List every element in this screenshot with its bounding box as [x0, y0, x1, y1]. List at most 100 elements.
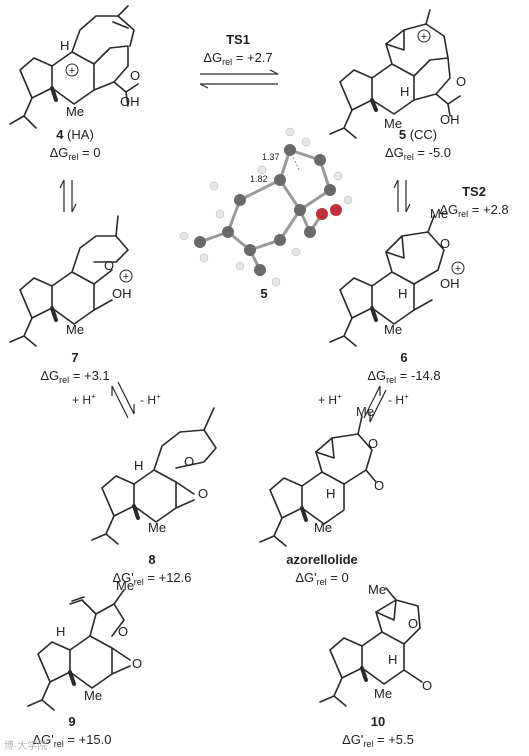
- dg-sub-6: rel: [386, 375, 396, 385]
- proton-right-minus-text: - H: [388, 393, 404, 407]
- compound-7-number: 7: [71, 350, 78, 365]
- atom-o-5: O: [456, 74, 466, 89]
- atom-h-8: H: [134, 458, 143, 473]
- dg-prefix-6: ΔG: [367, 368, 386, 383]
- compound-4-label: 4 (HA): [56, 127, 94, 142]
- structure-9: Me O O H Me: [27, 578, 142, 711]
- oxonium-plus-6: +: [455, 263, 461, 275]
- structure-azorellolide: Me O O H Me: [259, 404, 384, 547]
- atom-me-8: Me: [148, 520, 166, 535]
- dg-prefix-ts2: ΔG: [439, 202, 458, 217]
- compound-4-number: 4: [56, 127, 64, 142]
- atom-me-9: Me: [84, 688, 102, 703]
- compound-6-number: 6: [400, 350, 407, 365]
- dgp-prefix-10: ΔG': [342, 732, 363, 747]
- atom-me-4: Me: [66, 104, 84, 119]
- atom-h-10: H: [388, 652, 397, 667]
- atom-oh-4: OH: [120, 94, 140, 109]
- compound-9-number: 9: [68, 714, 75, 729]
- dg-sub-5: rel: [404, 152, 414, 162]
- structure-8: H O O Me: [91, 407, 217, 545]
- model-distance-2: 1.82: [250, 174, 268, 184]
- ts1-energy: ΔGrel = +2.7: [203, 50, 272, 67]
- energy-10: +5.5: [388, 732, 414, 747]
- energy-5: -5.0: [429, 145, 451, 160]
- atom-h-9: H: [56, 624, 65, 639]
- atom-me-azor: Me: [314, 520, 332, 535]
- compound-5-label: 5 (CC): [399, 127, 437, 142]
- compound-10-number: 10: [371, 714, 385, 729]
- dgp-sub-10: rel: [363, 739, 373, 749]
- ts2-energy: ΔGrel = +2.8: [439, 202, 508, 219]
- dg-prefix-7: ΔG: [40, 368, 59, 383]
- atom-o-10-ring: O: [408, 616, 418, 631]
- equilibrium-arrow-6-azorellolide: [363, 385, 387, 423]
- proton-right-plus: + H+: [318, 392, 342, 407]
- atom-me-7: Me: [66, 322, 84, 337]
- structure-7: + O OH Me: [9, 215, 133, 347]
- compound-6-energy: ΔGrel = -14.8: [367, 368, 440, 385]
- atom-h-5: H: [400, 84, 409, 99]
- 3d-model-5: 1.37 1.82: [179, 127, 353, 287]
- atom-me-9-top: Me: [116, 578, 134, 593]
- atom-o-4: O: [130, 68, 140, 83]
- atom-o-9-ring: O: [118, 624, 128, 639]
- atom-o-8-ring: O: [184, 454, 194, 469]
- energy-azor: 0: [341, 570, 348, 585]
- watermark: 博·大学院: [4, 741, 48, 752]
- structure-5: + H Me OH O: [329, 9, 466, 139]
- carbocation-plus-5: +: [421, 31, 427, 43]
- proton-left-minus-text: - H: [140, 393, 156, 407]
- atom-me-6: Me: [384, 322, 402, 337]
- compound-8-number: 8: [148, 552, 155, 567]
- compound-azorellolide-name: azorellolide: [286, 552, 358, 567]
- atom-me-10: Me: [374, 686, 392, 701]
- compound-10-energy: ΔG'rel = +5.5: [342, 732, 414, 749]
- energy-6: -14.8: [411, 368, 441, 383]
- proton-right-minus: - H+: [388, 392, 409, 407]
- ts2-label: TS2: [462, 184, 486, 199]
- carbocation-plus-4: +: [69, 65, 75, 77]
- dg-prefix-ts1: ΔG: [203, 50, 222, 65]
- energy-ts1: +2.7: [247, 50, 273, 65]
- equilibrium-arrow-ts1: [199, 69, 279, 89]
- structure-10: Me O O H Me: [319, 582, 432, 707]
- compound-9-energy: ΔG'rel = +15.0: [32, 732, 111, 749]
- equilibrium-arrow-7-8: [111, 381, 135, 419]
- dg-prefix-5: ΔG: [385, 145, 404, 160]
- compound-azorellolide-energy: ΔG'rel = 0: [295, 570, 348, 587]
- dg-prefix-4: ΔG: [50, 145, 69, 160]
- energy-4: 0: [93, 145, 100, 160]
- atom-h-azor: H: [326, 486, 335, 501]
- dg-sub-7: rel: [59, 375, 69, 385]
- compound-5-energy: ΔGrel = -5.0: [385, 145, 451, 162]
- atom-o-azor: O: [374, 478, 384, 493]
- dgp-prefix-8: ΔG': [112, 570, 133, 585]
- atom-o-10: O: [422, 678, 432, 693]
- ts1-label: TS1: [226, 32, 250, 47]
- energy-7: +3.1: [84, 368, 110, 383]
- atom-oh-6: OH: [440, 276, 460, 291]
- compound-8-energy: ΔG'rel = +12.6: [112, 570, 191, 587]
- energy-ts2: +2.8: [483, 202, 509, 217]
- compound-5-number: 5: [399, 127, 406, 142]
- atom-o-9: O: [132, 656, 142, 671]
- equilibrium-arrow-5-6: [393, 179, 411, 213]
- dg-sub-ts1: rel: [222, 57, 232, 67]
- compound-4-tag: (HA): [63, 127, 93, 142]
- structure-4: + H Me OH O: [9, 5, 140, 129]
- dg-sub-4: rel: [68, 152, 78, 162]
- dgp-prefix-azor: ΔG': [295, 570, 316, 585]
- atom-o-7: O: [104, 258, 114, 273]
- dgp-sub-9: rel: [54, 739, 64, 749]
- oxonium-plus-7: +: [123, 271, 129, 283]
- atom-oh-5: OH: [440, 112, 460, 127]
- atom-me-6-top: Me: [430, 206, 448, 221]
- proton-right-plus-text: + H: [318, 393, 337, 407]
- atom-h-4: H: [60, 38, 69, 53]
- proton-left-minus: - H+: [140, 392, 161, 407]
- compound-7-energy: ΔGrel = +3.1: [40, 368, 109, 385]
- atom-o-8: O: [198, 486, 208, 501]
- proton-left-plus: + H+: [72, 392, 96, 407]
- dgp-sub-8: rel: [134, 577, 144, 587]
